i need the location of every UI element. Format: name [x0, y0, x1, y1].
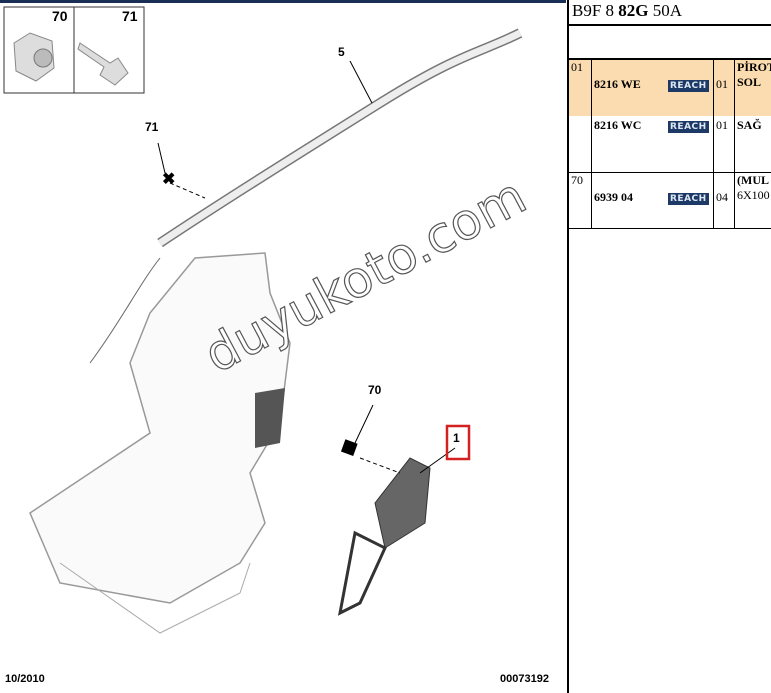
- panel-title: B9F 8 82G 50A: [569, 0, 771, 26]
- reach-badge: REACH: [668, 192, 709, 205]
- parts-diagram: ✖ 70 71 5 71 70 1 duyukoto.com 10/2010 0…: [0, 0, 566, 685]
- seat-airbag: [255, 388, 285, 448]
- diagram-drawing: ✖: [3, 6, 523, 634]
- callout-highlight-box: [445, 424, 471, 461]
- nut-marker-icon: [340, 439, 358, 456]
- diagram-date: 10/2010: [5, 673, 45, 685]
- cross-marker-icon: ✖: [162, 171, 175, 188]
- callout-71[interactable]: 71: [145, 120, 159, 134]
- seat: [29, 252, 291, 604]
- callout-71-thumb: 71: [122, 8, 138, 24]
- reach-badge: REACH: [668, 80, 709, 92]
- bolt-icon: [77, 42, 129, 86]
- callout-70[interactable]: 70: [368, 383, 382, 397]
- callout-5[interactable]: 5: [338, 45, 345, 59]
- reach-badge: REACH: [668, 121, 709, 133]
- diagram-ref: 00073192: [500, 673, 549, 685]
- callout-70-thumb: 70: [52, 8, 68, 24]
- callout-1[interactable]: 1: [453, 431, 460, 445]
- airbag-module-1: [374, 457, 431, 549]
